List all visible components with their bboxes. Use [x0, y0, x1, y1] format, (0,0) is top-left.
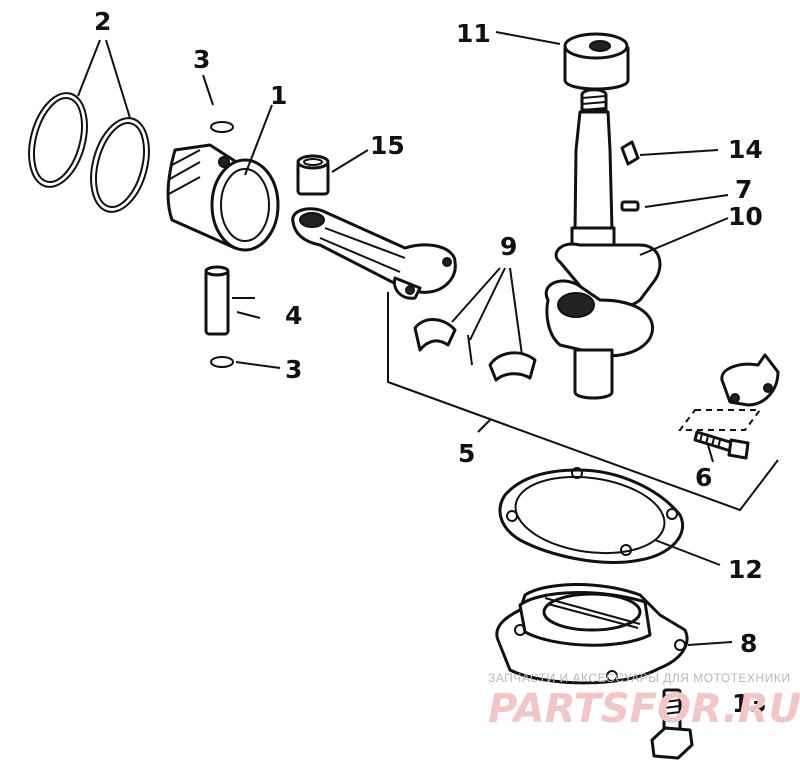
- rod-cap-part: [678, 353, 780, 431]
- housing-bolt-part: [650, 688, 694, 760]
- callout-3-upper: 3: [193, 45, 210, 74]
- callout-4: 4: [285, 301, 302, 330]
- callout-14: 14: [728, 135, 763, 164]
- callout-6: 6: [695, 463, 712, 492]
- woodruff-key-part: [620, 140, 640, 166]
- callout-3-lower: 3: [285, 355, 302, 384]
- piston-part: [166, 143, 280, 252]
- rod-cap-screw-part: [693, 430, 750, 460]
- watermark-tagline: ЗАПЧАСТИ И АКСЕССУАРЫ ДЛЯ МОТОТЕХНИКИ: [488, 671, 790, 685]
- callout-7: 7: [735, 175, 752, 204]
- callout-1: 1: [270, 81, 287, 110]
- callout-12: 12: [728, 555, 763, 584]
- gasket-part: [498, 467, 685, 564]
- circlip-lower-part: [210, 356, 234, 368]
- callout-2: 2: [94, 7, 111, 36]
- needle-bearing-part: [296, 154, 330, 196]
- bearing-housing-part: [495, 583, 689, 685]
- callout-13: 13: [732, 689, 767, 718]
- callout-10: 10: [728, 202, 763, 231]
- pin-key-part: [620, 200, 640, 212]
- watermark-logo: PARTSFOR.RU: [488, 686, 800, 732]
- callout-labels: 1 2 3 3 4 5 6 7 8 9 10 11 12 13 14 15: [94, 7, 767, 718]
- callout-11: 11: [456, 19, 491, 48]
- piston-rings-part: [28, 92, 150, 213]
- connecting-rod-part: [291, 207, 457, 300]
- watermark: ЗАПЧАСТИ И АКСЕССУАРЫ ДЛЯ МОТОТЕХНИКИ PA…: [488, 671, 800, 732]
- circlip-upper-part: [210, 121, 234, 133]
- rod-bearing-parts: [413, 318, 537, 382]
- callout-5: 5: [458, 439, 475, 468]
- callout-9: 9: [500, 232, 517, 261]
- leader-lines: [77, 31, 779, 646]
- piston-pin-part: [204, 265, 230, 336]
- callout-8: 8: [740, 629, 757, 658]
- crankshaft-part: [544, 88, 662, 400]
- crankshaft-collar-part: [563, 32, 630, 91]
- callout-15: 15: [370, 131, 405, 160]
